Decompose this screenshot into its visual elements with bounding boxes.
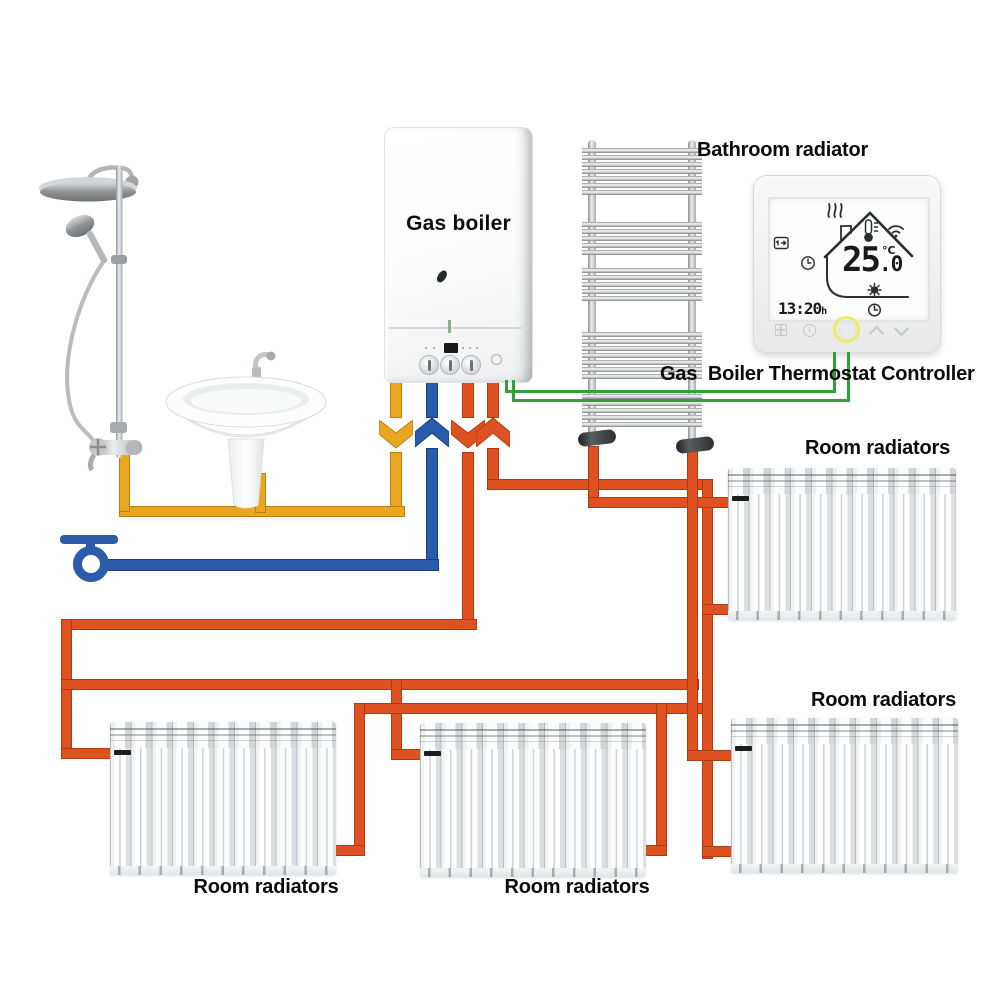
house-body-line [826,256,909,298]
status-slot [448,320,451,333]
heating-return-pipe [354,703,365,856]
thermometer-icon [864,219,879,242]
room-radiator-top-right [728,468,956,620]
cold-water-valve-stem [86,542,95,552]
shower-hose [65,260,105,444]
gas-boiler-label: Gas boiler [406,212,511,235]
basin-underside [168,406,324,438]
program-icon [801,256,815,270]
diverter [110,422,127,433]
chevron-down-icon [893,320,910,337]
room-radiators-label-top-right: Room radiators [805,437,951,459]
boiler-knob [461,355,481,375]
washbasin-fixture [165,351,327,509]
radiator-inlet-stub [61,748,115,759]
towel-radiator-leg-pipe [687,446,698,761]
room-radiators-label-bottom-middle: Room radiators [504,876,650,898]
hand-shower-head [65,214,95,238]
heating-flow-pipe [462,378,474,418]
room-radiator-bottom-middle [420,723,646,877]
cold-water-pipe [426,378,438,418]
room-radiator-bottom-right [731,718,958,873]
heating-return-pipe [487,479,713,490]
wifi-icon [888,225,904,238]
steam-icon [827,203,843,218]
thermostat-wire [505,390,836,393]
radiator-inlet-stub [588,497,734,508]
sun-icon [867,282,882,298]
thermostat-wire [833,352,836,393]
heating-flow-pipe [391,679,402,760]
radiator-outlet-stub [333,845,365,856]
heating-return-pipe [656,703,667,856]
flow-arrow-up-icon [476,418,510,447]
power-button [833,316,860,343]
towel-rungs-group [582,222,702,255]
panel-dot [425,347,427,349]
heating-flow-pipe [462,452,474,630]
radiator-brand-chip [735,746,752,751]
panel-dot [469,347,471,349]
panel-dot [476,347,478,349]
mixer-spout [87,453,97,472]
bathroom-radiator-label: Bathroom radiator [697,139,869,161]
towel-rungs-group [582,148,702,195]
heating-flow-pipe [61,679,699,690]
mixer-knob [125,441,139,455]
thermostat-controller-label: Gas Boiler Thermostat Controller [660,363,975,385]
basin-pedestal [227,438,265,509]
chimney-icon [840,225,852,243]
day-schedule-icon [773,236,789,250]
shower-fixture [39,165,142,472]
boiler-knob [440,355,460,375]
faucet-handle [266,351,276,361]
shower-pole [116,166,123,458]
hot-water-pipe [390,378,402,418]
hand-shower-handle [86,230,108,264]
boiler-reset-button [491,354,502,365]
boiler-display [444,343,458,353]
radiator-brand-chip [114,750,131,755]
clock-icon [867,303,882,317]
radiator-brand-chip [732,496,749,501]
panel-divider [389,327,522,329]
heating-flow-pipe [61,619,477,630]
temperature-unit: °C [882,244,896,257]
panel-dot [462,347,464,349]
cold-water-pipe [99,559,439,571]
gas-boiler: Gas boiler [385,128,532,382]
panel-dot [433,347,435,349]
timer-icon [803,324,816,337]
radiator-inlet-stub [687,750,734,761]
thermostat-controller: 25.0 °C 13:20h [753,175,941,353]
towel-rungs-group [582,332,702,379]
slider-bracket [111,255,127,264]
thermostat-display-icons [773,203,914,317]
thermostat-buttons [753,315,941,345]
radiator-brand-chip [424,751,441,756]
room-radiators-label-bottom-right: Room radiators [811,689,957,711]
boiler-knob [419,355,439,375]
room-radiators-label-bottom-left: Room radiators [193,876,339,898]
cold-water-pipe [426,448,438,571]
time-readout: 13:20h [778,299,828,318]
cold-water-valve-handle [60,535,118,544]
heating-return-pipe [487,378,499,418]
flame-logo-icon [435,268,449,285]
thermostat-wire [847,352,850,402]
temperature-readout: 25.0 [842,240,903,280]
towel-rungs-group [582,268,702,301]
menu-grid-icon [775,324,787,336]
house-roof-icon [823,211,914,259]
thermostat-wire [512,399,850,402]
chevron-up-icon [868,325,885,342]
heating-return-riser [702,479,713,859]
radiator-outlet-stub [702,846,734,857]
thermostat-screen: 25.0 °C 13:20h [768,197,930,322]
bathroom-towel-radiator [582,140,702,455]
room-radiator-bottom-left [110,722,336,875]
flow-arrow-down-icon [379,420,413,449]
thermostat-wire [505,380,508,393]
flow-arrow-up-icon [415,418,449,447]
